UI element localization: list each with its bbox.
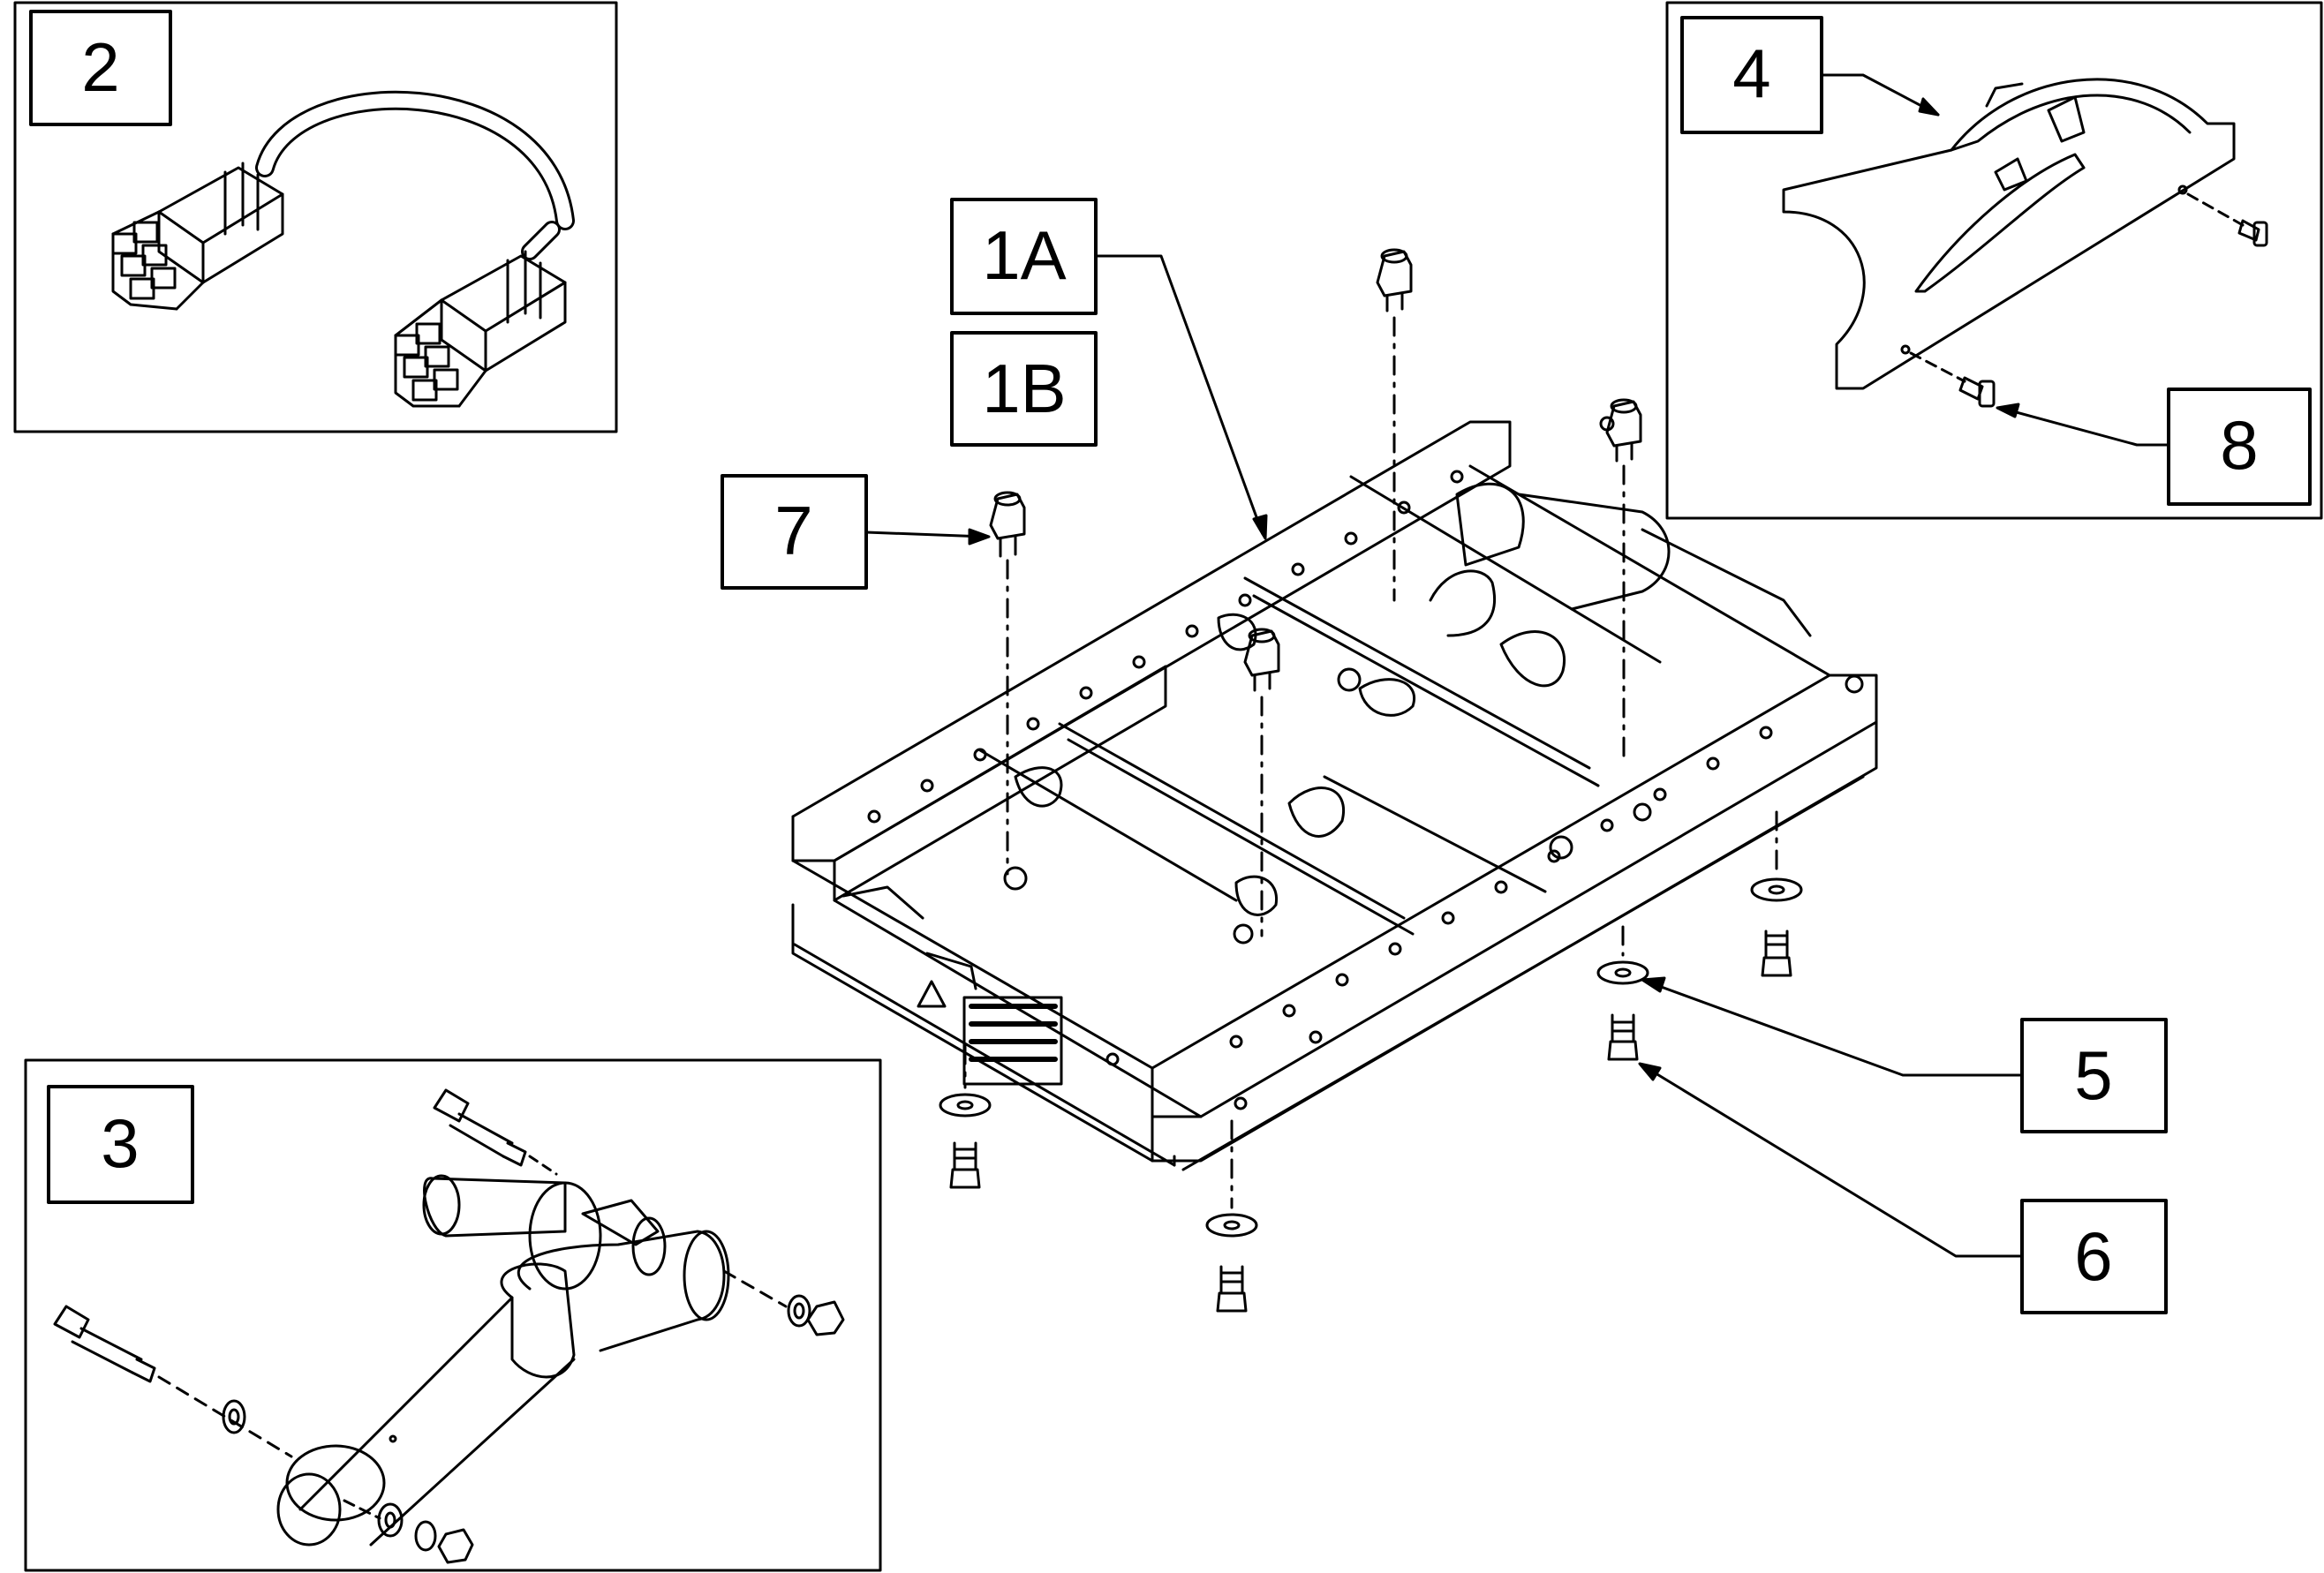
inset-harness: 2: [13, 1, 618, 433]
screw-8: [1909, 351, 1996, 408]
callout-label: 6: [2074, 1217, 2112, 1295]
callout-box: [29, 10, 172, 126]
leader-line: [1094, 254, 1264, 536]
cover-part: [1782, 78, 2236, 390]
callout-label: 4: [1732, 34, 1770, 112]
harness-connector-right: [394, 250, 567, 408]
bottom-fasteners: [939, 810, 1803, 1313]
screw-4a: [2186, 192, 2268, 247]
callout-7[interactable]: 7: [721, 474, 868, 590]
callout-label: 8: [2220, 406, 2258, 484]
callout-box: [950, 331, 1098, 447]
callout-label: 1B: [982, 350, 1066, 427]
leader-line: [1820, 73, 1940, 117]
inset-actuator: 3: [24, 1058, 882, 1572]
callout-box: [2167, 388, 2312, 506]
actuator-body: [276, 1174, 730, 1547]
leader-line: [1645, 980, 2024, 1077]
leader-arrow: [968, 528, 991, 546]
frame-holes: [867, 470, 1773, 1049]
nut-right: [722, 1269, 845, 1336]
leader-line: [864, 531, 986, 538]
harness-cable: [255, 90, 575, 260]
callout-label: 3: [101, 1104, 139, 1182]
inset-frame: [13, 1, 618, 433]
callout-5[interactable]: 5: [2020, 1018, 2168, 1133]
callout-3[interactable]: 3: [47, 1085, 194, 1204]
bolt-top-right: [1605, 398, 1642, 761]
callout-4[interactable]: 4: [1680, 16, 1823, 134]
harness-connector-left: [111, 162, 284, 311]
callout-1b[interactable]: 1B: [950, 331, 1098, 447]
leader-line: [1642, 1065, 2024, 1258]
inset-frame: [24, 1058, 882, 1572]
nut-bottom: [343, 1499, 474, 1564]
top-bolts: [989, 248, 1642, 937]
bolt-7: [989, 491, 1026, 876]
leader-arrow: [1638, 1062, 1662, 1081]
leader-arrow: [1918, 97, 1940, 117]
inset-cover: 4 8: [1665, 1, 2323, 520]
leader-arrow: [1996, 403, 2020, 418]
leader-arrow: [1252, 514, 1268, 540]
callout-8[interactable]: 8: [2167, 388, 2312, 506]
callout-label: 1A: [982, 216, 1066, 294]
callout-label: 7: [774, 492, 812, 569]
fastener-right-b: [1596, 925, 1649, 1061]
callout-label: 5: [2074, 1036, 2112, 1114]
callout-2[interactable]: 2: [29, 10, 172, 126]
callout-1a[interactable]: 1A: [950, 198, 1098, 315]
fastener-left: [939, 1044, 992, 1189]
seat-frame-main: [791, 416, 1878, 1171]
leader-arrow: [1641, 976, 1666, 993]
bolt-lower: [53, 1305, 293, 1458]
callout-6[interactable]: 6: [2020, 1199, 2168, 1314]
bolt-top-center: [1376, 248, 1413, 602]
fastener-right-a: [1750, 810, 1803, 977]
bolt-front: [1243, 628, 1280, 937]
callout-box: [47, 1085, 194, 1204]
bolt-upper: [433, 1088, 558, 1176]
leader-line: [1998, 406, 2170, 447]
fastener-center: [1205, 1119, 1258, 1313]
inset-frame: [1665, 1, 2323, 520]
callout-label: 2: [81, 28, 119, 106]
